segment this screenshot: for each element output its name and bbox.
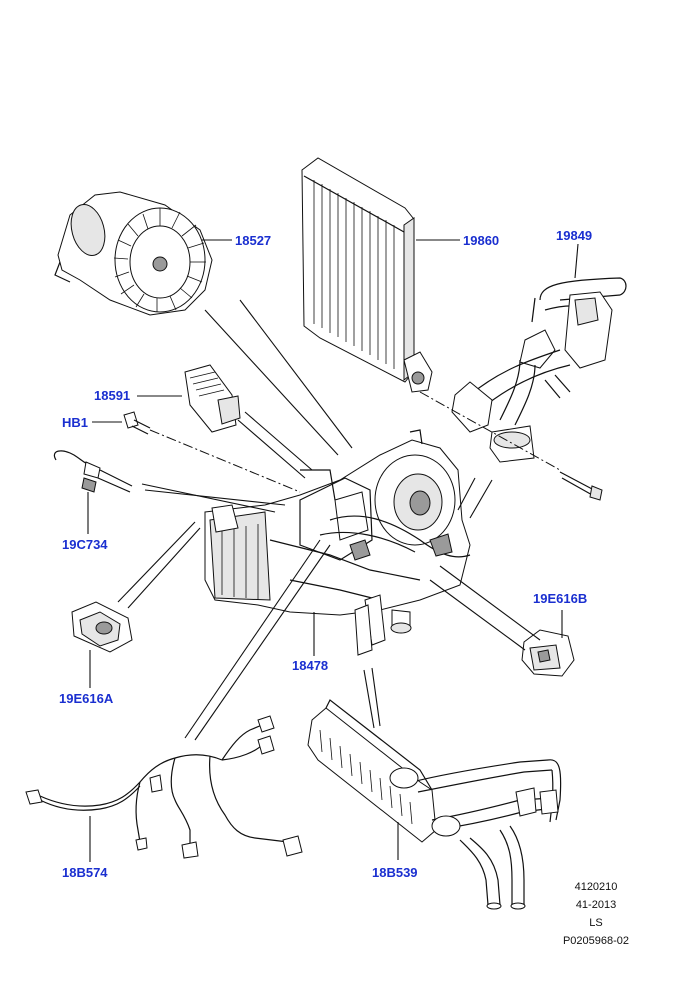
temp-sensor-part[interactable]: [53, 450, 133, 493]
label-19e616b[interactable]: 19E616B: [533, 591, 587, 606]
label-19e616a[interactable]: 19E616A: [59, 691, 114, 706]
label-18478[interactable]: 18478: [292, 658, 328, 673]
label-19c734[interactable]: 19C734: [62, 537, 108, 552]
hb1-sensor-part[interactable]: [123, 411, 151, 435]
ref-line-3: LS: [589, 917, 602, 929]
label-18b539[interactable]: 18B539: [372, 865, 418, 880]
label-19849[interactable]: 19849: [556, 228, 592, 243]
heater-core-part[interactable]: [307, 699, 562, 910]
blower-motor-part[interactable]: [54, 191, 213, 316]
reference-block: 4120210 41-2013 LS P0205968-02: [563, 881, 629, 947]
label-18591[interactable]: 18591: [94, 388, 130, 403]
leader-lines: [87, 239, 579, 862]
ac-tube-part[interactable]: [451, 277, 627, 463]
evaporator-core-part[interactable]: [301, 157, 433, 393]
label-18b574[interactable]: 18B574: [62, 865, 108, 880]
actuator-a-part[interactable]: [71, 601, 133, 653]
ref-line-4: P0205968-02: [563, 935, 629, 947]
ref-line-2: 41-2013: [576, 899, 616, 911]
wiring-harness-part[interactable]: [25, 715, 303, 859]
hvac-housing-part[interactable]: [204, 429, 471, 656]
ref-line-1: 4120210: [575, 881, 618, 893]
label-hb1[interactable]: HB1: [62, 415, 88, 430]
label-18527[interactable]: 18527: [235, 233, 271, 248]
label-19860[interactable]: 19860: [463, 233, 499, 248]
actuator-b-part[interactable]: [521, 629, 575, 677]
blower-resistor-part[interactable]: [184, 364, 241, 433]
bolt-part[interactable]: [559, 471, 603, 501]
